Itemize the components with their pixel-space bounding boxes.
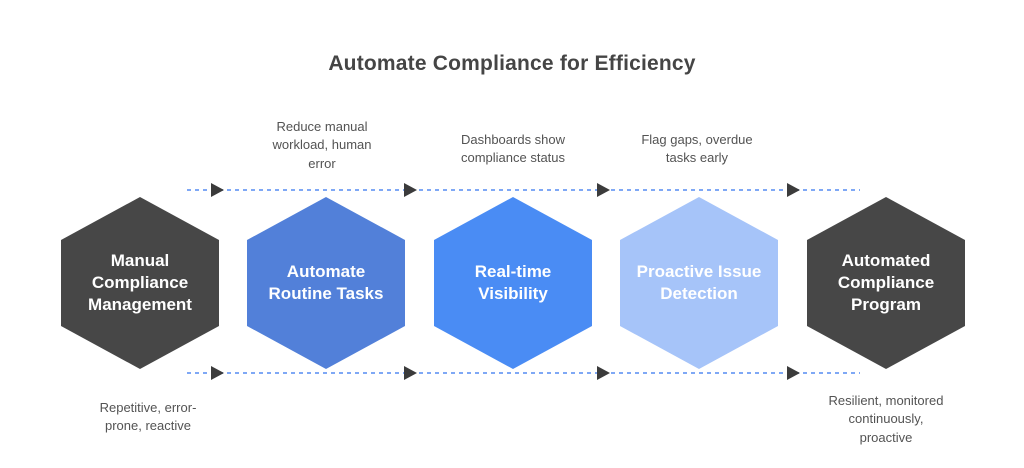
stage-hexagon-real-time-visibility: Real-time Visibility [434, 197, 592, 369]
stage-hexagon-manual-compliance-management: Manual Compliance Management [61, 197, 219, 369]
arrow-right-icon [787, 183, 800, 197]
arrow-right-icon [404, 183, 417, 197]
stage-label: Real-time Visibility [474, 262, 552, 303]
stage-label: Automate Routine Tasks [268, 262, 384, 303]
stage-label: Automated Compliance Program [837, 251, 935, 314]
arrow-right-icon [211, 183, 224, 197]
connector-line-bottom [187, 372, 860, 374]
note-proactive-issue-detection: Flag gaps, overdue tasks early [641, 132, 753, 166]
note-automated-compliance-program: Resilient, monitored continuously, proac… [828, 393, 944, 445]
stage-label: Proactive Issue Detection [636, 262, 762, 303]
note-real-time-visibility: Dashboards show compliance status [460, 132, 566, 166]
arrow-right-icon [787, 366, 800, 380]
arrow-right-icon [597, 366, 610, 380]
stage-hexagon-automated-compliance-program: Automated Compliance Program [807, 197, 965, 369]
arrow-right-icon [211, 366, 224, 380]
note-automate-routine-tasks: Reduce manual workload, human error [272, 119, 372, 171]
stage-hexagon-proactive-issue-detection: Proactive Issue Detection [620, 197, 778, 369]
arrow-right-icon [597, 183, 610, 197]
stage-hexagon-automate-routine-tasks: Automate Routine Tasks [247, 197, 405, 369]
connector-line-top [187, 189, 860, 191]
note-manual-compliance-management: Repetitive, error- prone, reactive [99, 400, 197, 434]
stage-label: Manual Compliance Management [88, 251, 192, 314]
page-title: Automate Compliance for Efficiency [328, 52, 696, 75]
arrow-right-icon [404, 366, 417, 380]
